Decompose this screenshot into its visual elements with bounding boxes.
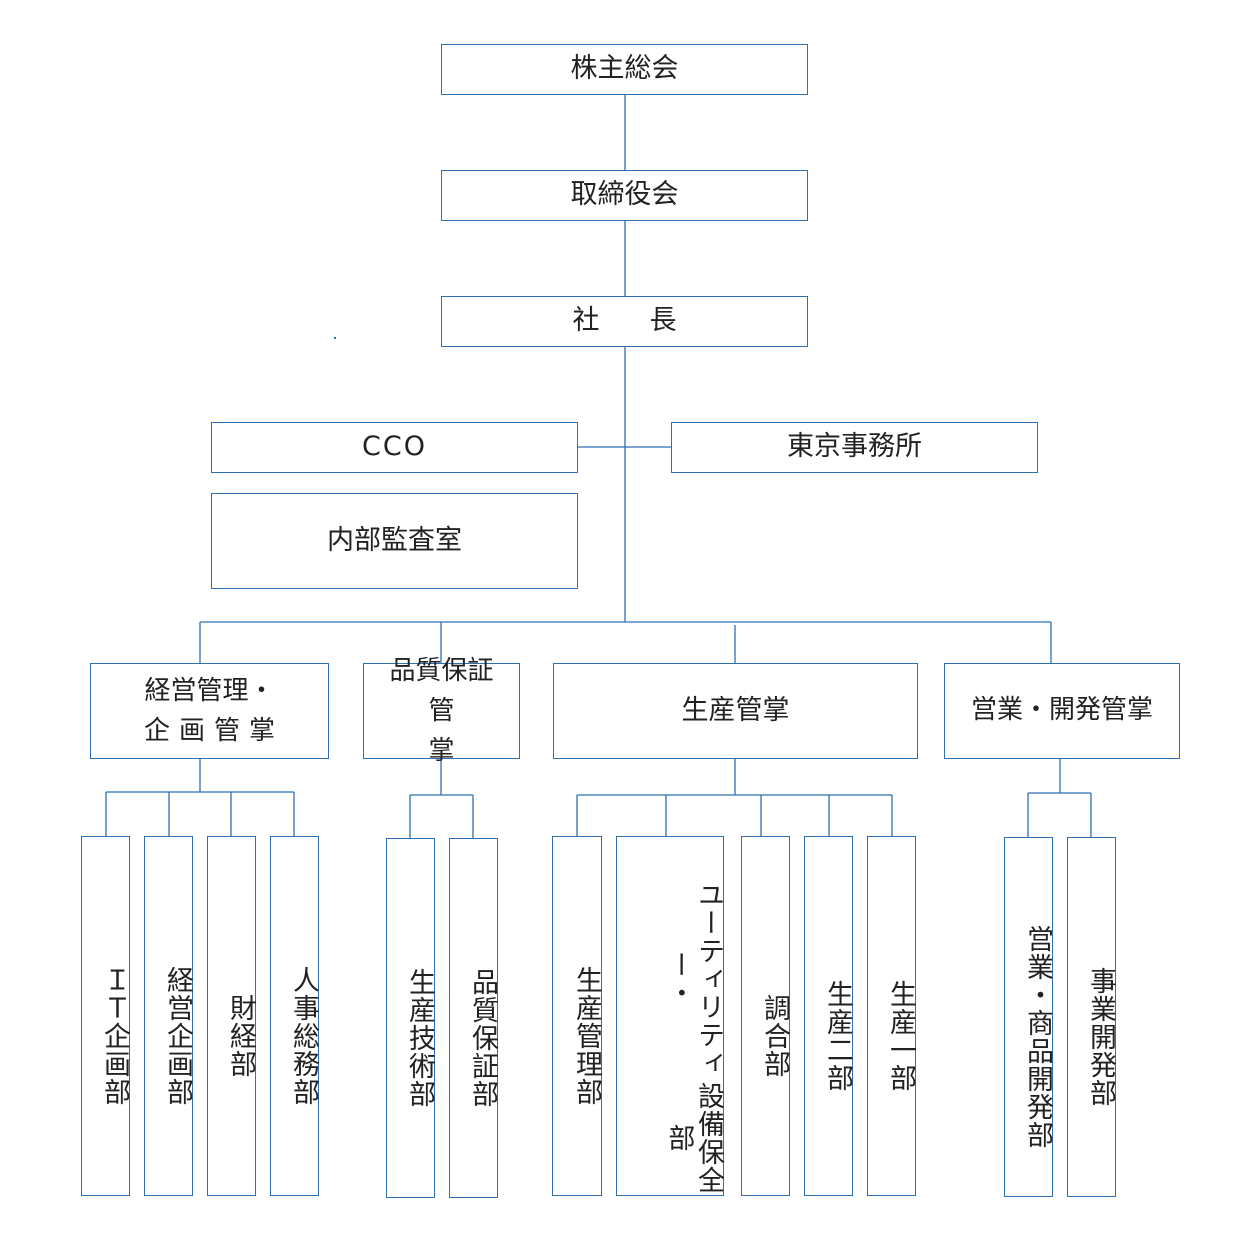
president-label-part2: 長 [649,305,677,337]
dept-sales-product-dev-label: 営業・商品開発部 [1022,925,1053,1149]
dept-quality-assurance-label: 品質保証部 [467,968,498,1108]
internal-audit-box: 内部監査室 [211,493,578,589]
management-division-line1: 経営管理・ [144,676,275,706]
production-division-label: 生産管掌 [681,694,790,726]
dept-finance: 財経部 [207,836,256,1196]
dept-business-dev-label: 事業開発部 [1085,967,1116,1107]
dept-production-engineering: 生産技術部 [386,838,435,1198]
dept-corporate-planning-label: 経営企画部 [162,966,193,1106]
dept-sales-product-dev: 営業・商品開発部 [1004,837,1053,1197]
dept-production-management-label: 生産管理部 [571,966,602,1106]
management-division-box: 経営管理・ 企画管掌 [90,663,329,759]
sales-division-box: 営業・開発管掌 [944,663,1180,759]
shareholders-meeting-label: 株主総会 [570,53,679,85]
dept-utility-maintenance: ユーティリティー・ 設備保全部 [616,836,724,1196]
dept-blending: 調合部 [741,836,790,1196]
dept-it-planning: ＩＴ企画部 [81,836,130,1196]
dept-production-management: 生産管理部 [552,836,602,1196]
board-of-directors-label: 取締役会 [570,179,679,211]
dept-business-dev: 事業開発部 [1067,837,1116,1197]
dept-production-2: 生産二部 [804,836,853,1196]
quality-division-box: 品質保証 管 掌 [363,656,520,766]
dept-production-engineering-label: 生産技術部 [404,968,435,1108]
internal-audit-label: 内部監査室 [327,524,462,556]
dept-hr-general-affairs: 人事総務部 [270,836,319,1196]
dept-it-planning-label: ＩＴ企画部 [99,966,130,1106]
dept-blending-label: 調合部 [759,994,790,1078]
dept-quality-assurance: 品質保証部 [449,838,498,1198]
dept-production-1: 生産一部 [867,836,916,1196]
board-of-directors-box: 取締役会 [441,170,808,221]
quality-division-line1: 品質保証 [389,656,494,686]
production-division-box: 生産管掌 [553,663,918,759]
stray-dot [334,337,336,339]
quality-division-line2: 管 掌 [371,691,513,771]
dept-corporate-planning: 経営企画部 [144,836,193,1196]
management-division-line2: 企画管掌 [143,716,284,746]
tokyo-office-label: 東京事務所 [787,431,922,463]
cco-label: CCO [362,431,427,463]
quality-division-line2-part2: 掌 [428,736,455,766]
cco-box: CCO [211,422,578,473]
president-box: 社 長 [441,296,808,347]
dept-production-1-label: 生産一部 [885,980,916,1092]
dept-production-2-label: 生産二部 [822,980,853,1092]
dept-utility-maintenance-col2: 設備保全部 [663,1082,724,1195]
dept-utility-maintenance-col1: ユーティリティー・ [663,881,724,1078]
dept-hr-general-affairs-label: 人事総務部 [288,966,319,1106]
dept-finance-label: 財経部 [225,994,256,1078]
president-label-part1: 社 [572,305,600,337]
tokyo-office-box: 東京事務所 [671,422,1038,473]
sales-division-label: 営業・開発管掌 [970,695,1153,726]
quality-division-line2-part1: 管 [428,696,455,726]
shareholders-meeting-box: 株主総会 [441,44,808,95]
